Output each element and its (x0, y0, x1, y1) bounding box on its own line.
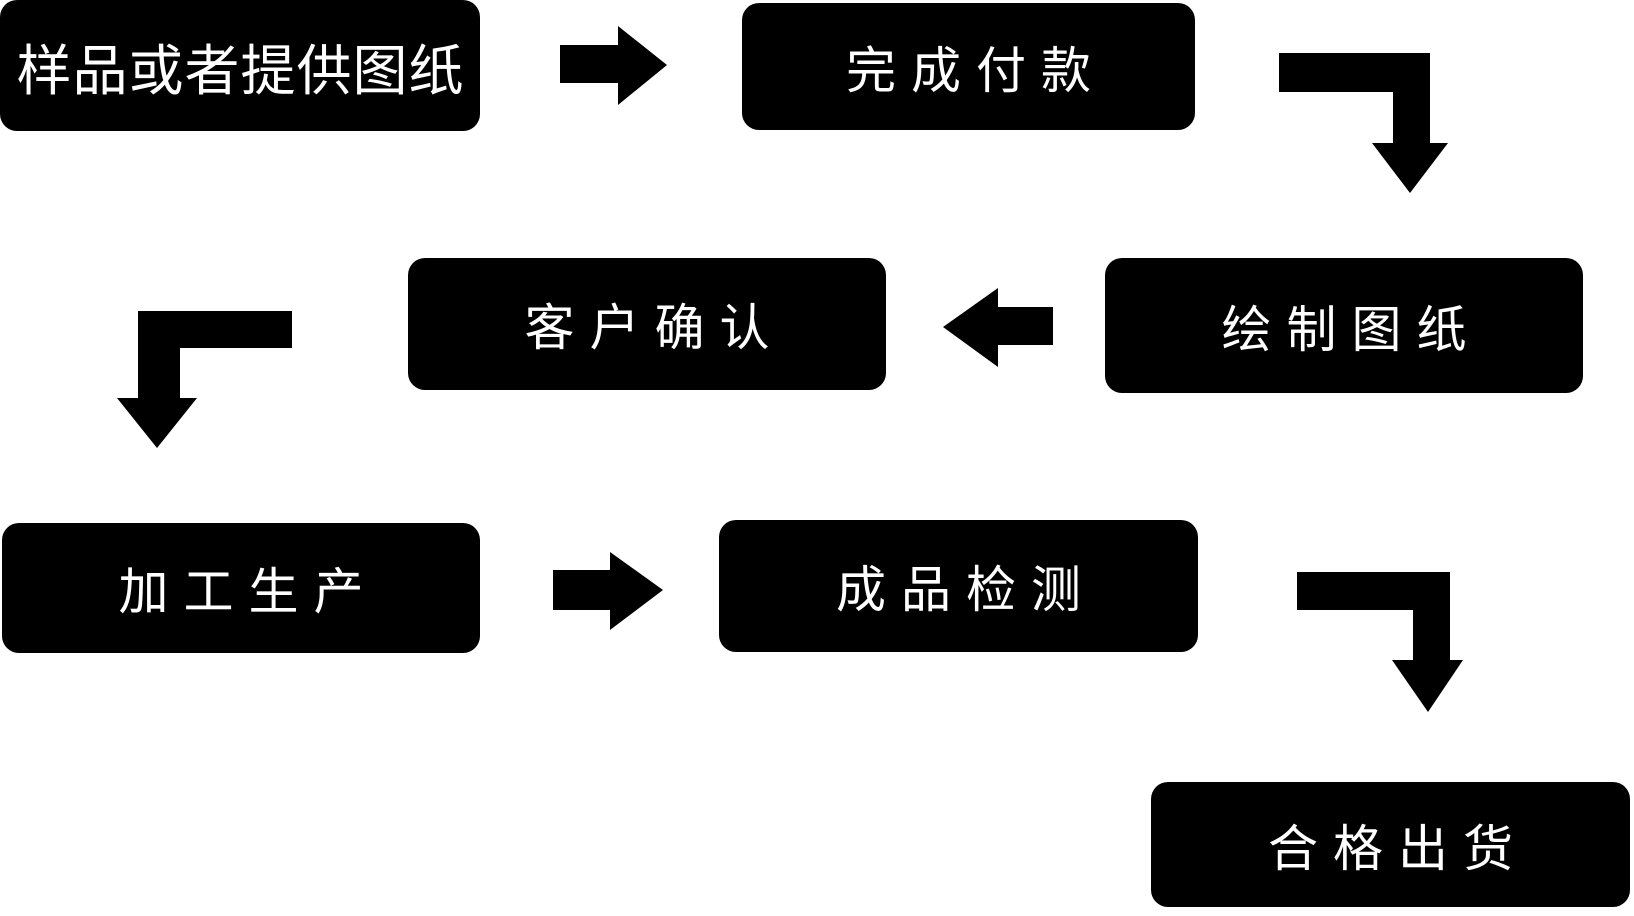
node-processing-production: 加工生产 (2, 523, 480, 653)
arrow-inspection-to-shipment-icon (1297, 572, 1463, 712)
node-sample-or-drawing: 样品或者提供图纸 (0, 0, 480, 131)
arrow-confirm-to-production-icon (117, 311, 292, 448)
node-complete-payment: 完成付款 (742, 3, 1195, 130)
node-qualified-shipment: 合格出货 (1151, 782, 1630, 907)
arrow-sample-to-payment-icon (560, 26, 667, 105)
arrow-drawing-to-confirm-icon (943, 288, 1053, 367)
arrow-production-to-inspection-icon (553, 552, 663, 630)
node-draw-drawings: 绘制图纸 (1105, 258, 1583, 393)
node-customer-confirmation: 客户确认 (408, 258, 886, 390)
node-finished-product-inspection: 成品检测 (719, 520, 1198, 652)
arrow-payment-to-drawing-icon (1279, 53, 1448, 193)
